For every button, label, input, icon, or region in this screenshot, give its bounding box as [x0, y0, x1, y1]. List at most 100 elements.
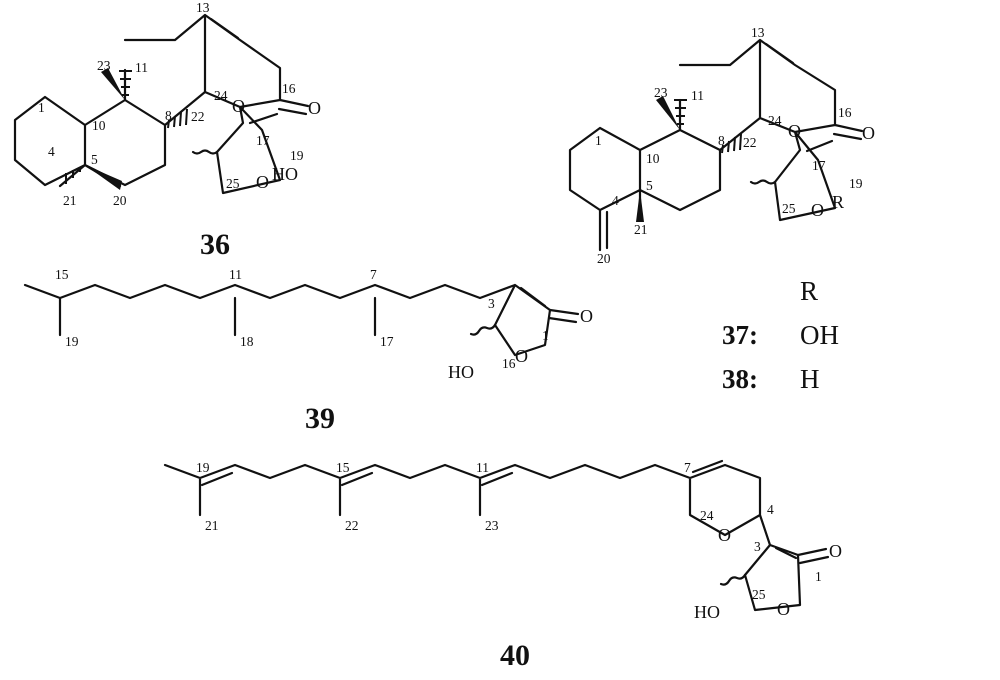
c39-label: 39 [305, 402, 335, 435]
c37-carbonyl-2 [832, 132, 863, 141]
c39-locant-3: 3 [488, 296, 495, 311]
c36-hash-11 [119, 70, 132, 96]
r-table-row-37-value: OH [800, 320, 839, 350]
c36-locant-17: 17 [256, 133, 270, 148]
r-table-row-38-value: H [800, 364, 820, 394]
c36-locant-19: 19 [290, 148, 304, 163]
c36-locant-24: 24 [214, 88, 228, 103]
c40-locant-3: 3 [754, 539, 761, 554]
c37-locant-24: 24 [768, 113, 782, 128]
r-table-row-38-id: 38: [722, 364, 758, 394]
compound-36: 23 11 13 1 10 24 16 8 22 17 19 5 4 25 20… [13, 0, 321, 261]
c39-lactone-oxygen: O [515, 346, 528, 366]
c39-locant-15: 15 [55, 267, 69, 282]
c39-carbonyl [548, 308, 580, 316]
c36-locant-8: 8 [165, 108, 172, 123]
c37-locant-4: 4 [612, 193, 619, 208]
c40-db-15-16 [340, 471, 374, 487]
c40-skeleton [163, 463, 802, 612]
r-table: R 37: OH 38: H [722, 276, 839, 394]
c37-locant-11: 11 [691, 88, 704, 103]
c37-wedge-21 [636, 190, 644, 222]
c40-hydroxyl: HO [694, 602, 720, 622]
c36-locant-25: 25 [226, 176, 240, 191]
c40-db-2-3 [774, 546, 798, 560]
c36-carbonyl-oxygen: O [308, 98, 321, 118]
c40-locant-24: 24 [700, 508, 714, 523]
c36-locant-11: 11 [135, 60, 148, 75]
c36-db-17-18 [248, 112, 279, 125]
c36-locant-13: 13 [196, 0, 210, 15]
c36-label: 36 [200, 228, 230, 261]
c40-locant-25: 25 [752, 587, 766, 602]
c36-hash-21 [65, 167, 81, 184]
c40-locant-7: 7 [684, 460, 691, 475]
c36-carbonyl-2 [277, 107, 308, 116]
c37-wavy-25 [749, 179, 777, 185]
c39-locant-18: 18 [240, 334, 254, 349]
c37-ring-oxygen: O [788, 121, 801, 141]
c36-carbonyl [278, 98, 310, 108]
c37-locant-17: 17 [812, 158, 826, 173]
compound-40: 19 15 11 7 21 22 23 24 4 3 1 25 O O O HO… [163, 459, 842, 672]
c40-wavy-25 [719, 573, 747, 586]
c37-wedge-23 [656, 96, 680, 130]
c37-locant-20: 20 [597, 251, 611, 266]
c40-db-11-12 [480, 471, 514, 487]
c37-lactone-oxygen: O [811, 200, 824, 220]
c40-locant-19: 19 [196, 460, 210, 475]
c40-locant-23: 23 [485, 518, 499, 533]
c36-locant-1: 1 [38, 100, 45, 115]
c37-locant-5: 5 [646, 178, 653, 193]
c36-hash-22 [167, 108, 188, 129]
c37-locant-22: 22 [743, 135, 757, 150]
c39-hydroxyl: HO [448, 362, 474, 382]
c40-locant-22: 22 [345, 518, 359, 533]
c36-locant-10: 10 [92, 118, 106, 133]
c40-locant-4: 4 [767, 502, 774, 517]
c39-locant-16: 16 [502, 356, 516, 371]
c39-locant-17: 17 [380, 334, 394, 349]
c36-locant-23: 23 [97, 58, 111, 73]
c37-substituent-r: R [832, 192, 844, 212]
c37-locant-10: 10 [646, 151, 660, 166]
c36-locant-20: 20 [113, 193, 127, 208]
c40-ring-oxygen: O [718, 525, 731, 545]
c40-locant-21: 21 [205, 518, 219, 533]
r-table-header: R [800, 276, 818, 306]
c37-hash-22 [721, 133, 742, 154]
c36-wedge-4 [85, 165, 122, 190]
c37-db-17-18 [805, 139, 834, 153]
c39-wavy-16 [469, 323, 497, 336]
c36-locant-21: 21 [63, 193, 77, 208]
c40-db-7-8 [691, 459, 724, 474]
c39-locant-7: 7 [370, 267, 377, 282]
c36-lactone-oxygen: O [256, 172, 269, 192]
c40-carbonyl [796, 547, 828, 557]
c37-locant-16: 16 [838, 105, 852, 120]
c36-locant-22: 22 [191, 109, 205, 124]
c40-locant-1: 1 [815, 569, 822, 584]
c40-lactone-oxygen: O [777, 599, 790, 619]
c36-hydroxyl: HO [272, 164, 298, 184]
c39-locant-19: 19 [65, 334, 79, 349]
c40-carbonyl-oxygen: O [829, 541, 842, 561]
c37-locant-8: 8 [718, 133, 725, 148]
c37-hash-11 [674, 99, 687, 125]
c39-locant-11: 11 [229, 267, 242, 282]
c37-carbonyl-oxygen: O [862, 123, 875, 143]
c39-carbonyl-oxygen: O [580, 306, 593, 326]
compound-39: 15 11 7 3 1 19 18 17 16 O O HO 39 [23, 267, 593, 435]
r-table-row-37-id: 37: [722, 320, 758, 350]
c36-locant-16: 16 [282, 81, 296, 96]
c40-carbonyl-2 [798, 555, 830, 565]
c37-locant-25: 25 [782, 201, 796, 216]
c37-locant-23: 23 [654, 85, 668, 100]
c37-db-13-14 [764, 42, 795, 65]
c37-locant-13: 13 [751, 25, 765, 40]
c36-locant-4: 4 [48, 144, 55, 159]
c39-skeleton [23, 283, 552, 357]
c40-locant-15: 15 [336, 460, 350, 475]
